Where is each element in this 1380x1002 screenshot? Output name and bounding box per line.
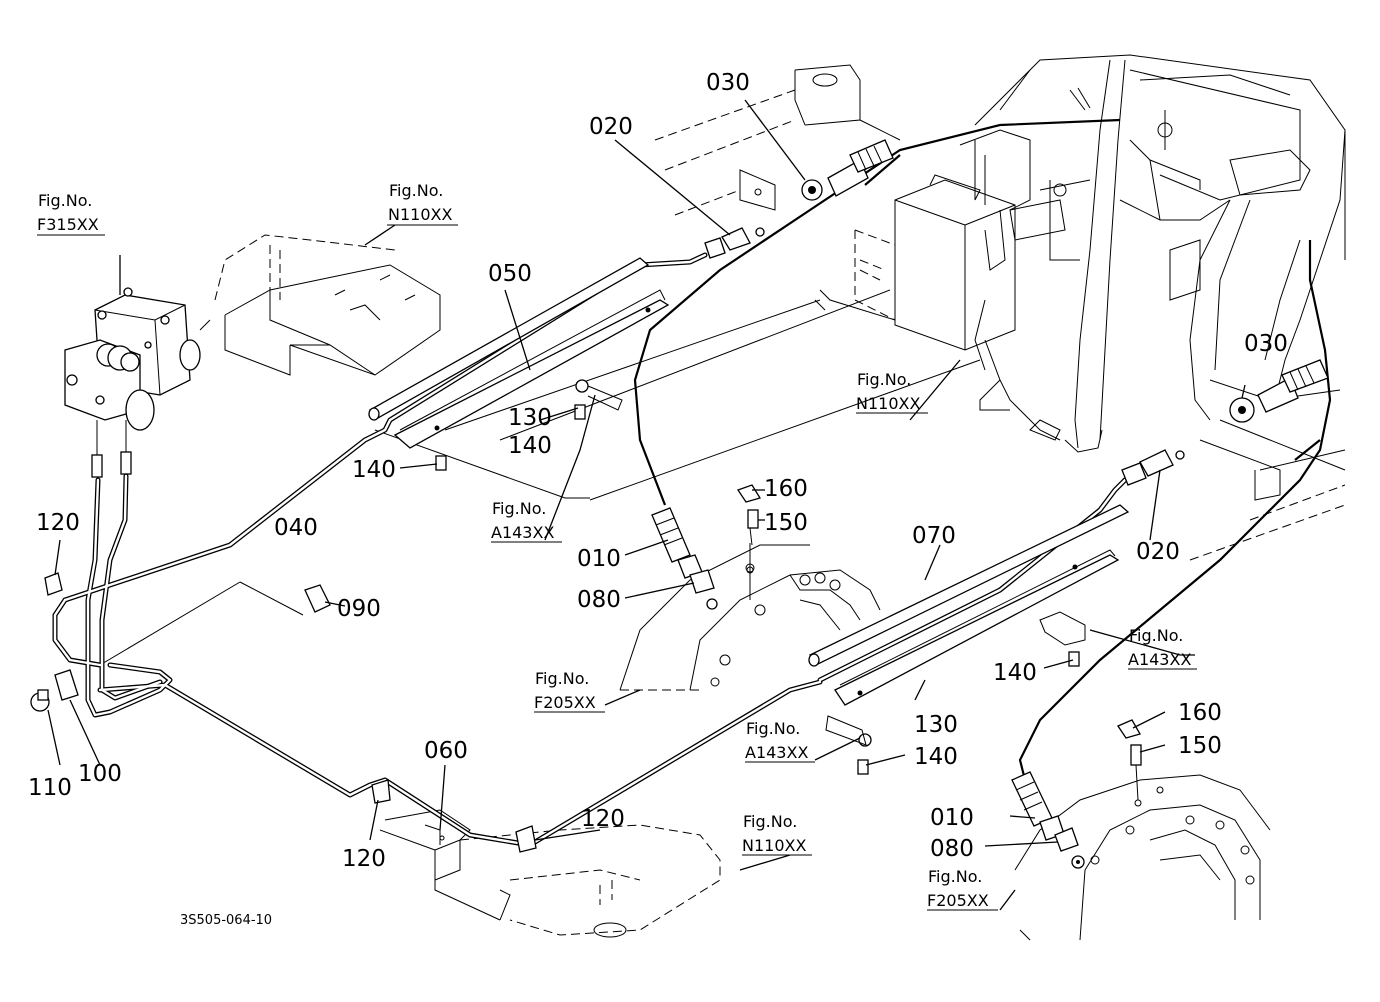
svg-text:F205XX: F205XX [927, 891, 989, 910]
label-080-right: 080 [930, 836, 974, 862]
label-140-c: 140 [993, 660, 1037, 686]
fig-underlines [37, 224, 1197, 911]
label-050: 050 [488, 261, 532, 287]
svg-text:F315XX: F315XX [37, 215, 99, 234]
fig-ref-n110-mid: Fig.No. N110XX [856, 370, 920, 413]
svg-text:Fig.No.: Fig.No. [535, 669, 589, 688]
fittings [30, 139, 1329, 869]
brake-valve [64, 287, 201, 478]
fender-right [1014, 774, 1271, 941]
label-140-b: 140 [352, 457, 396, 483]
step-plate-bottom [379, 809, 721, 938]
svg-text:F205XX: F205XX [534, 693, 596, 712]
fig-ref-a143-right: Fig.No. A143XX [1128, 626, 1191, 669]
svg-text:A143XX: A143XX [491, 523, 554, 542]
top-frame-rails [654, 64, 901, 216]
label-030-top: 030 [706, 70, 750, 96]
label-160-right: 160 [1178, 700, 1222, 726]
dash-misc [99, 289, 981, 666]
fig-ref-f205-right: Fig.No. F205XX [927, 867, 989, 910]
frame-outline [974, 54, 1346, 561]
label-130-left: 130 [508, 405, 552, 431]
label-010-right: 010 [930, 805, 974, 831]
label-030-right: 030 [1244, 331, 1288, 357]
fender-left [619, 543, 881, 691]
diagram-code: 3S505-064-10 [180, 913, 272, 928]
label-150-right: 150 [1178, 733, 1222, 759]
label-150-mid: 150 [764, 510, 808, 536]
svg-text:Fig.No.: Fig.No. [38, 191, 92, 210]
label-120-bot: 120 [342, 846, 386, 872]
svg-text:Fig.No.: Fig.No. [746, 719, 800, 738]
label-160-mid: 160 [764, 476, 808, 502]
svg-text:Fig.No.: Fig.No. [1129, 626, 1183, 645]
label-110: 110 [28, 775, 72, 801]
fig-ref-f315: Fig.No. F315XX [37, 191, 99, 234]
svg-text:N110XX: N110XX [742, 836, 806, 855]
leader-lines [47, 99, 1246, 911]
label-090: 090 [337, 596, 381, 622]
fig-ref-a143-left: Fig.No. A143XX [491, 499, 554, 542]
label-010-mid: 010 [577, 546, 621, 572]
svg-text:Fig.No.: Fig.No. [928, 867, 982, 886]
label-080-mid: 080 [577, 587, 621, 613]
label-140-d: 140 [914, 744, 958, 770]
brake-hoses [633, 118, 1332, 781]
step-plate-left [199, 234, 441, 376]
label-070: 070 [912, 523, 956, 549]
fig-ref-n110-bot: Fig.No. N110XX [742, 812, 806, 855]
svg-text:A143XX: A143XX [1128, 650, 1191, 669]
svg-text:Fig.No.: Fig.No. [389, 181, 443, 200]
rail-070 [808, 504, 1130, 706]
label-120-mid: 120 [581, 806, 625, 832]
brake-pipes [52, 252, 1128, 848]
fig-ref-f205-left: Fig.No. F205XX [534, 669, 596, 712]
svg-text:N110XX: N110XX [388, 205, 452, 224]
label-120-left: 120 [36, 510, 80, 536]
label-130-right: 130 [914, 712, 958, 738]
label-040: 040 [274, 515, 318, 541]
fig-ref-n110-top: Fig.No. N110XX [388, 181, 452, 224]
svg-text:A143XX: A143XX [745, 743, 808, 762]
battery-box [814, 129, 1031, 351]
svg-text:N110XX: N110XX [856, 394, 920, 413]
rail-050 [368, 257, 670, 449]
svg-text:Fig.No.: Fig.No. [492, 499, 546, 518]
label-020-right: 020 [1136, 539, 1180, 565]
label-020-top: 020 [589, 114, 633, 140]
label-100: 100 [78, 761, 122, 787]
svg-text:Fig.No.: Fig.No. [857, 370, 911, 389]
label-140-a: 140 [508, 433, 552, 459]
fig-ref-a143-mid: Fig.No. A143XX [745, 719, 808, 762]
label-060: 060 [424, 738, 468, 764]
svg-text:Fig.No.: Fig.No. [743, 812, 797, 831]
